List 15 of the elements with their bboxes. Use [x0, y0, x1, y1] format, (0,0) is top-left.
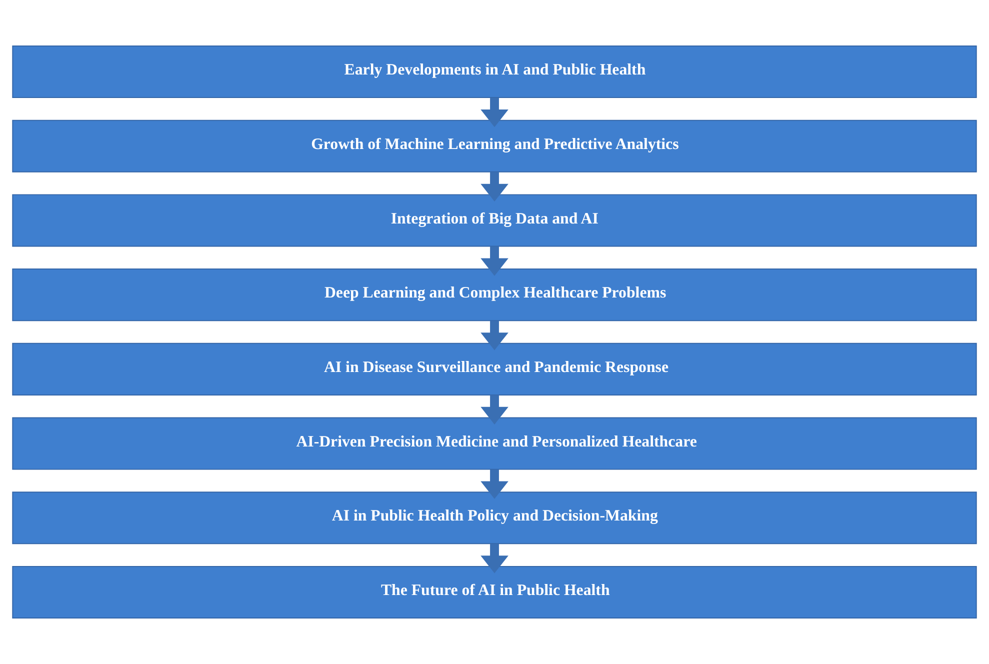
node-box: Deep Learning and Complex Healthcare Problems — [12, 268, 977, 322]
arrow — [480, 172, 508, 202]
node-box: Integration of Big Data and AI — [12, 194, 977, 247]
node-box: AI in Disease Surveillance and Pandemic Response — [12, 342, 977, 396]
arrow — [480, 469, 508, 499]
node-box: The Future of AI in Public Health — [12, 566, 977, 619]
arrow — [480, 98, 508, 128]
node-box: AI in Public Health Policy and Decision-Making — [12, 492, 977, 544]
arrow — [480, 395, 508, 425]
arrow — [480, 246, 508, 276]
arrow — [480, 320, 508, 350]
arrow — [480, 544, 508, 574]
node-box: Growth of Machine Learning and Predictive Analytics — [12, 120, 977, 172]
node-box: AI-Driven Precision Medicine and Personalized Healthcare — [12, 417, 977, 470]
node-box: Early Developments in AI and Public Health — [12, 45, 977, 98]
